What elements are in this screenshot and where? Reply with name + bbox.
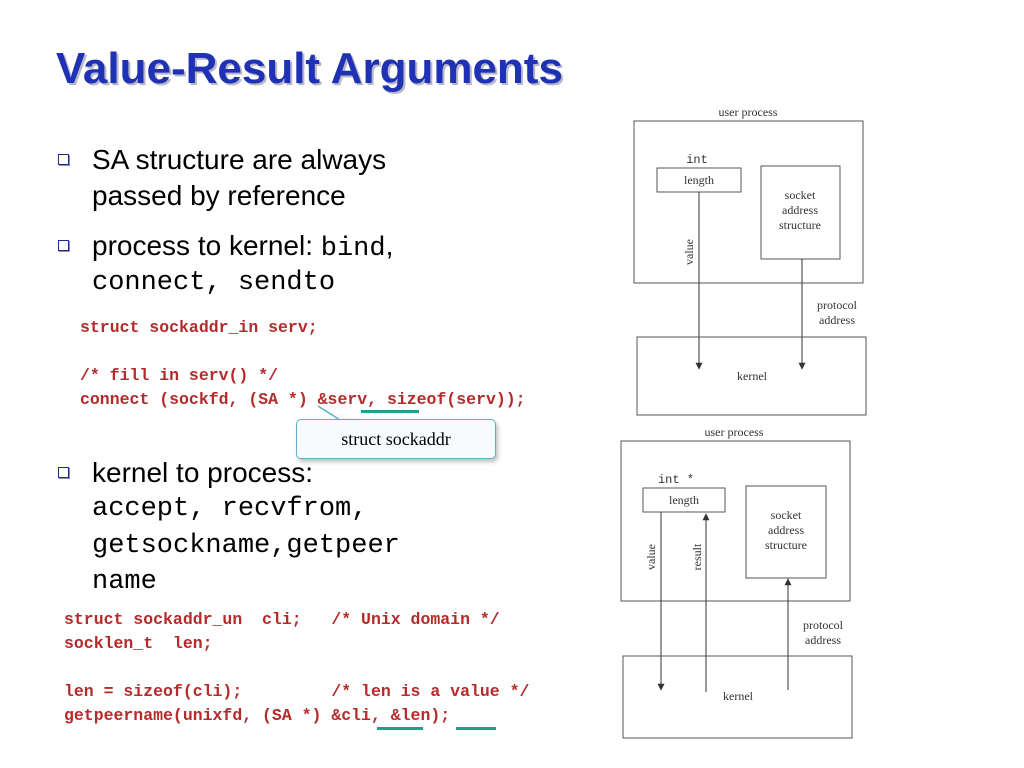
diagram-value-top: user process int length socket address s… bbox=[633, 105, 867, 416]
code-line: struct sockaddr_in serv; bbox=[80, 318, 318, 337]
code-line: len = sizeof(cli); /* len is a value */ bbox=[64, 682, 530, 701]
len-underline bbox=[456, 727, 496, 730]
type-label: int bbox=[686, 153, 708, 167]
bullet-2-code-bind: bind bbox=[320, 234, 386, 264]
protocol-label: protocol bbox=[803, 618, 844, 632]
bullet-3-line-4: name bbox=[92, 567, 157, 597]
value-label: value bbox=[682, 239, 696, 265]
kernel-label: kernel bbox=[737, 369, 768, 383]
kernel-box bbox=[636, 336, 867, 416]
code-line bbox=[80, 340, 526, 364]
bullet-1-line-1: SA structure are always bbox=[92, 144, 387, 175]
bullet-3-line-3: getsockname,getpeer bbox=[92, 531, 400, 561]
code-line: struct sockaddr_un cli; /* Unix domain *… bbox=[64, 610, 500, 629]
type-label: int * bbox=[658, 473, 694, 487]
bullet-2-line-1: process to kernel: bind, bbox=[92, 228, 393, 267]
length-label: length bbox=[669, 493, 699, 507]
slide-title: Value-Result Arguments bbox=[56, 44, 563, 93]
user-process-label: user process bbox=[719, 105, 778, 119]
code-line: connect (sockfd, (SA *) &serv, sizeof(se… bbox=[80, 390, 526, 409]
code-block-2: struct sockaddr_un cli; /* Unix domain *… bbox=[64, 608, 529, 728]
user-process-box bbox=[620, 440, 851, 602]
length-box bbox=[642, 487, 726, 513]
protocol-label: address bbox=[805, 633, 841, 647]
socket-label: socket bbox=[771, 508, 802, 522]
socket-label: structure bbox=[779, 218, 821, 232]
bullet-1-line-2: passed by reference bbox=[92, 180, 346, 211]
protocol-label: protocol bbox=[817, 298, 858, 312]
code-line: /* fill in serv() */ bbox=[80, 366, 279, 385]
callout-struct-sockaddr: struct sockaddr bbox=[296, 419, 496, 459]
length-label: length bbox=[684, 173, 714, 187]
user-process-box bbox=[633, 120, 864, 284]
socket-label: address bbox=[768, 523, 804, 537]
socket-label: structure bbox=[765, 538, 807, 552]
code-line: socklen_t len; bbox=[64, 634, 213, 653]
code-line bbox=[64, 656, 529, 680]
user-process-label: user process bbox=[705, 425, 764, 439]
result-label: result bbox=[690, 543, 704, 570]
cli-underline bbox=[377, 727, 423, 730]
bullet-marker bbox=[58, 154, 69, 165]
value-label: value bbox=[644, 544, 658, 570]
kernel-box bbox=[622, 655, 853, 739]
bullet-marker bbox=[58, 467, 69, 478]
protocol-label: address bbox=[819, 313, 855, 327]
socket-label: socket bbox=[785, 188, 816, 202]
bullet-marker bbox=[58, 240, 69, 251]
code-line: getpeername(unixfd, (SA *) &cli, &len); bbox=[64, 706, 451, 725]
socket-label: address bbox=[782, 203, 818, 217]
diagram-value-result-bottom: user process int * length socket address… bbox=[620, 425, 853, 739]
kernel-label: kernel bbox=[723, 689, 754, 703]
bullet-2-comma: , bbox=[385, 230, 394, 261]
socket-box bbox=[760, 165, 841, 260]
bullet-2-prefix: process to kernel: bbox=[92, 230, 321, 261]
socket-box bbox=[745, 485, 827, 579]
code-block-1: struct sockaddr_in serv; /* fill in serv(… bbox=[80, 316, 526, 412]
bullet-3-line-2: accept, recvfrom, bbox=[92, 494, 368, 524]
bullet-3-line-1: kernel to process: bbox=[92, 457, 313, 488]
bullet-2-line-2: connect, sendto bbox=[92, 268, 336, 298]
serv-underline bbox=[361, 410, 419, 413]
